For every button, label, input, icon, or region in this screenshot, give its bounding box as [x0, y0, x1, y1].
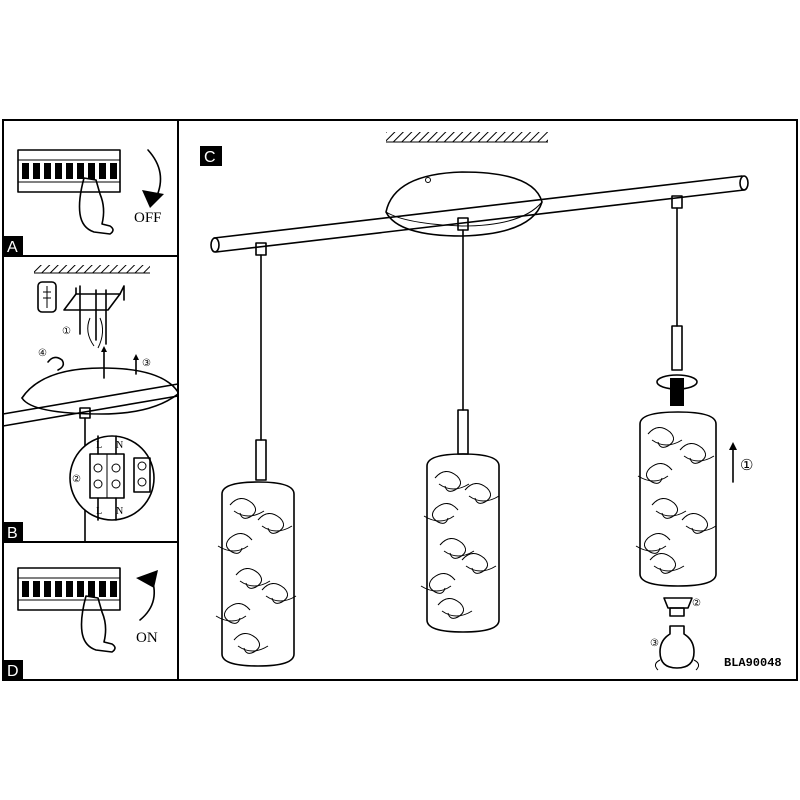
socket-ring: [663, 597, 693, 609]
pendant-1: [215, 242, 297, 667]
shade-pattern: [635, 426, 717, 574]
outer-frame: [2, 119, 798, 681]
lamp-socket: [670, 378, 684, 406]
glass-shade: [426, 453, 500, 633]
shade-pattern: [420, 470, 500, 619]
hand-icon: [80, 595, 116, 653]
terminal-l-top: L: [96, 440, 102, 451]
ceiling-hatch: [34, 265, 150, 273]
canopy-top: [21, 367, 179, 399]
wall-anchor-icon: [37, 281, 57, 313]
breaker-panel: [17, 567, 121, 611]
panel-c: C: [200, 132, 782, 671]
step-2-marker: ②: [692, 598, 701, 609]
arrow-head-icon: [142, 190, 164, 208]
terminal-n-top: N: [116, 440, 123, 451]
breaker-panel: [17, 149, 121, 193]
canopy-bottom: [21, 393, 179, 415]
panel-b: ① ④ ③ L N L N ② B: [2, 265, 179, 543]
lamp-holder-stem: [457, 409, 469, 455]
suspension-bar: [213, 175, 745, 253]
terminal-block-zoom: [69, 435, 155, 521]
glass-shade: [221, 481, 295, 667]
panel-tag-a: [3, 236, 23, 256]
step-4-marker: ④: [38, 348, 47, 359]
glass-shade: [639, 411, 717, 587]
up-arrow-icon: [729, 442, 737, 450]
model-code: BLA90048: [724, 656, 782, 670]
panel-tag-c-label: C: [204, 149, 216, 166]
hand-icon: [78, 177, 114, 235]
panel-d: ON D: [3, 567, 158, 680]
terminal-l-bottom: L: [96, 506, 102, 517]
rotate-arrow: [147, 149, 162, 199]
switch-off-label: OFF: [134, 210, 162, 226]
cable: [87, 317, 104, 349]
canopy-screw: [425, 177, 431, 183]
step-3-marker: ③: [650, 638, 659, 649]
step-3-marker: ③: [142, 358, 151, 369]
screwdriver-icon: [47, 356, 65, 371]
step-1-marker: ①: [740, 458, 753, 474]
light-bulb-icon: [659, 625, 695, 669]
terminal-n-bottom: N: [116, 506, 123, 517]
step-2-marker: ②: [72, 474, 81, 485]
panel-tag-c: [200, 146, 222, 166]
earth-terminal: [133, 457, 151, 493]
panel-tag-b-label: B: [7, 525, 18, 542]
panel-tag-b: [3, 522, 23, 542]
lamp-holder-stem: [255, 439, 267, 481]
shade-pattern: [215, 497, 297, 654]
arrow-head-icon: [136, 570, 158, 588]
ceiling-hatch: [386, 132, 548, 142]
pendant-2: [420, 217, 500, 633]
panel-tag-d: [3, 660, 23, 680]
step-1-marker: ①: [62, 326, 71, 337]
panel-tag-d-label: D: [7, 663, 19, 680]
pendant-3: ① ② ③: [635, 195, 753, 671]
panel-tag-a-label: A: [7, 239, 18, 256]
lamp-holder-stem: [671, 325, 683, 371]
panel-a: OFF A: [3, 149, 164, 256]
earth-icon: [137, 461, 147, 471]
mounting-bracket: [63, 293, 121, 311]
switch-on-label: ON: [136, 630, 158, 646]
